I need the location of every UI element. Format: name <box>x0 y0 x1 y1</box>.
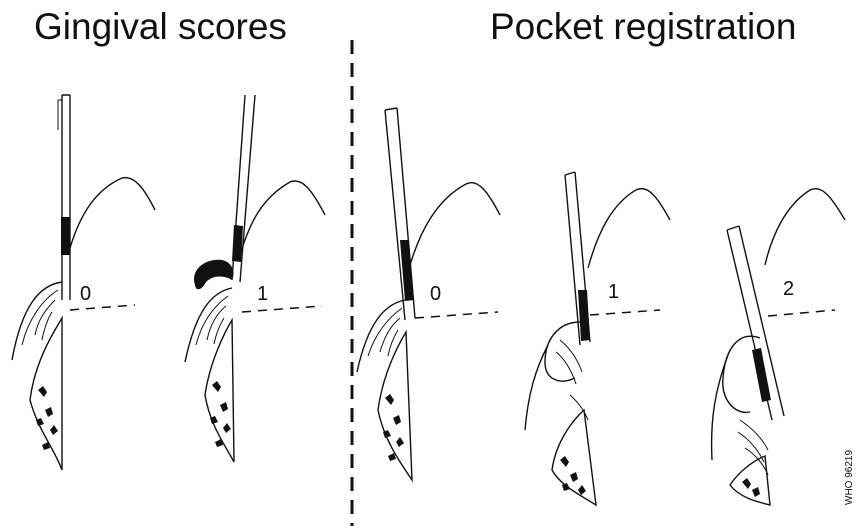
probe-marking <box>61 217 70 255</box>
probe-marking <box>752 348 771 402</box>
gingiva-outline <box>722 335 761 414</box>
tooth-crown <box>587 187 671 269</box>
tooth-crown <box>409 181 501 266</box>
alveolar-bone <box>29 315 63 471</box>
probe <box>726 225 785 421</box>
reference-line <box>589 309 661 316</box>
tooth-crown <box>239 180 326 256</box>
gingival-scores-heading: Gingival scores <box>34 6 287 47</box>
reference-line <box>241 305 323 313</box>
gingiva-outline <box>11 281 63 361</box>
gingival-score-1-illustration: 1 <box>184 94 326 463</box>
score-label: 2 <box>783 278 794 300</box>
tooth-crown <box>69 176 156 249</box>
score-label: 0 <box>80 283 91 305</box>
probe-marking <box>578 290 590 341</box>
pocket-score-1-illustration: 1 <box>524 171 671 507</box>
reference-line <box>767 309 836 317</box>
reference-line <box>414 311 499 319</box>
probe-marking <box>400 240 414 301</box>
alveolar-bone <box>551 408 597 507</box>
probe <box>61 94 71 300</box>
gingiva-outline <box>544 321 581 382</box>
alveolar-bone <box>377 329 413 483</box>
pocket-score-2-illustration: 2 <box>710 187 846 506</box>
figure-code: WHO 96219 <box>844 450 855 505</box>
score-label: 0 <box>430 283 441 305</box>
pocket-registration-heading: Pocket registration <box>490 6 797 47</box>
score-label: 1 <box>608 281 619 303</box>
score-label: 1 <box>257 283 268 305</box>
gingival-score-0-illustration: 0 <box>11 94 156 471</box>
gingiva-outline <box>356 299 406 373</box>
reference-line <box>69 304 136 311</box>
pocket-score-0-illustration: 0 <box>356 107 501 483</box>
tooth-crown <box>764 187 846 266</box>
alveolar-bone <box>729 455 771 506</box>
bleeding-indicator <box>194 259 234 290</box>
gingiva-outline <box>184 287 233 363</box>
